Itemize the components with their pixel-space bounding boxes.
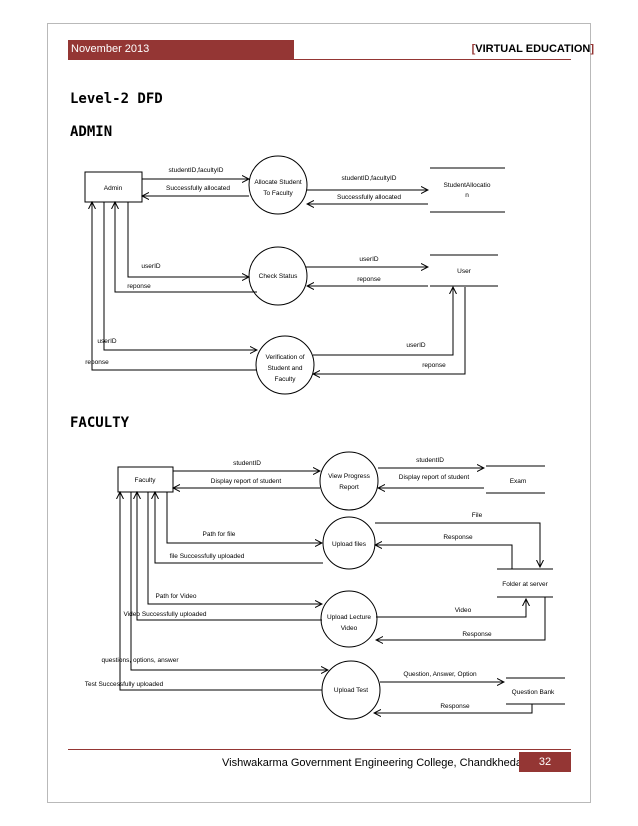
store-folder-label: Folder at server <box>502 581 548 588</box>
faculty-entity-label: Faculty <box>135 477 157 484</box>
flow-verification-to-admin <box>92 202 257 371</box>
flow-faculty-to-uploadvideo <box>147 492 322 604</box>
flow-label-g10: Video Successfully uploaded <box>124 611 207 618</box>
flow-label-g3: studentID <box>416 457 444 464</box>
check-status-label: Check Status <box>259 273 298 280</box>
header-date: November 2013 <box>68 40 294 59</box>
flow-label-g14: Test Successfully uploaded <box>85 681 164 688</box>
verification-label-3: Faculty <box>275 376 297 383</box>
flow-label-g15: Question, Answer, Option <box>403 671 477 678</box>
allocate-process-circle <box>248 155 308 215</box>
flow-folder-to-uploadvideo <box>376 597 546 640</box>
faculty-entity-box <box>117 466 174 493</box>
flow-label-g1: studentID <box>233 460 261 467</box>
level-title: Level-2 DFD <box>70 91 163 107</box>
footer-rule <box>68 749 571 750</box>
header-bracket-close: ] <box>590 43 594 55</box>
header-bracket-open: [ <box>471 43 476 55</box>
flow-user-to-verification <box>313 287 466 374</box>
flow-faculty-to-uploadtest <box>130 492 328 670</box>
header-title: [VIRTUAL EDUCATION] <box>472 40 594 59</box>
faculty-title: FACULTY <box>70 415 130 431</box>
flow-label-f11: userID <box>406 342 425 349</box>
allocate-process-label-1: Allocate Student <box>254 179 302 186</box>
flow-label-f6: reponse <box>127 283 151 290</box>
header-rule <box>68 59 571 60</box>
flow-label-f12: reponse <box>422 362 446 369</box>
view-progress-label-2: Report <box>339 484 359 491</box>
store-qb-label: Question Bank <box>512 689 555 696</box>
flow-label-f4: Successfully allocated <box>337 194 401 201</box>
flow-checkstatus-to-admin <box>115 202 257 293</box>
store-user-label: User <box>457 268 472 275</box>
upload-video-label-2: Video <box>341 625 358 632</box>
flow-label-g16: Response <box>440 703 470 710</box>
page-border <box>47 23 591 803</box>
flow-label-g7: File <box>472 512 483 519</box>
view-progress-process-circle <box>319 451 379 511</box>
flow-label-f7: userID <box>359 256 378 263</box>
store-studentallocation-label-2: n <box>465 192 469 199</box>
admin-entity-label: Admin <box>104 185 123 192</box>
flow-label-g13: questions, options, answer <box>102 657 180 664</box>
flow-faculty-to-uploadfiles <box>166 492 322 543</box>
flow-label-g12: Response <box>462 631 492 638</box>
flow-label-f1: studentID,facultyID <box>169 167 224 174</box>
upload-files-label: Upload files <box>332 541 367 548</box>
flow-uploadvideo-to-faculty <box>137 492 322 621</box>
flow-label-g9: Path for Video <box>155 593 196 600</box>
flow-label-g4: Display report of student <box>399 474 470 481</box>
flow-label-f8: reponse <box>357 276 381 283</box>
flow-uploadfiles-to-folder <box>375 522 540 567</box>
flow-label-f10: reponse <box>85 359 109 366</box>
flow-label-g8: Response <box>443 534 473 541</box>
upload-video-label-1: Upload Lecture <box>327 614 371 621</box>
flow-label-g6: file Successfully uploaded <box>170 553 245 560</box>
footer-college: Vishwakarma Government Engineering Colle… <box>222 757 523 769</box>
flow-label-f3: studentID,facultyID <box>342 175 397 182</box>
store-studentallocation-label-1: StudentAllocatio <box>444 182 491 189</box>
flow-qb-to-uploadtest <box>374 704 533 713</box>
flow-label-g2: Display report of student <box>211 478 282 485</box>
view-progress-label-1: View Progress <box>328 473 371 480</box>
flow-label-g11: Video <box>455 607 472 614</box>
upload-video-process-circle <box>320 590 378 648</box>
footer-page-number: 32 <box>519 752 571 772</box>
flow-verification-to-user <box>313 287 453 356</box>
verification-label-1: Verification of <box>265 354 304 361</box>
admin-title: ADMIN <box>70 124 113 140</box>
flow-folder-to-uploadfiles <box>375 545 513 569</box>
header-title-text: VIRTUAL EDUCATION <box>475 43 591 55</box>
flow-label-f2: Successfully allocated <box>166 185 230 192</box>
upload-test-label: Upload Test <box>334 687 368 694</box>
verification-label-2: Student and <box>267 365 302 372</box>
flow-admin-to-verification <box>103 202 257 350</box>
flow-uploadtest-to-faculty <box>120 492 322 691</box>
flow-admin-to-checkstatus <box>127 202 249 277</box>
flow-uploadvideo-to-folder <box>376 599 526 618</box>
allocate-process-label-2: To Faculty <box>263 190 293 197</box>
flow-uploadfiles-to-faculty <box>155 492 323 564</box>
flow-label-f9: userID <box>97 338 116 345</box>
flow-label-f5: userID <box>141 263 160 270</box>
verification-process-circle <box>255 335 315 395</box>
flow-label-g5: Path for file <box>203 531 236 538</box>
store-exam-label: Exam <box>510 478 527 485</box>
